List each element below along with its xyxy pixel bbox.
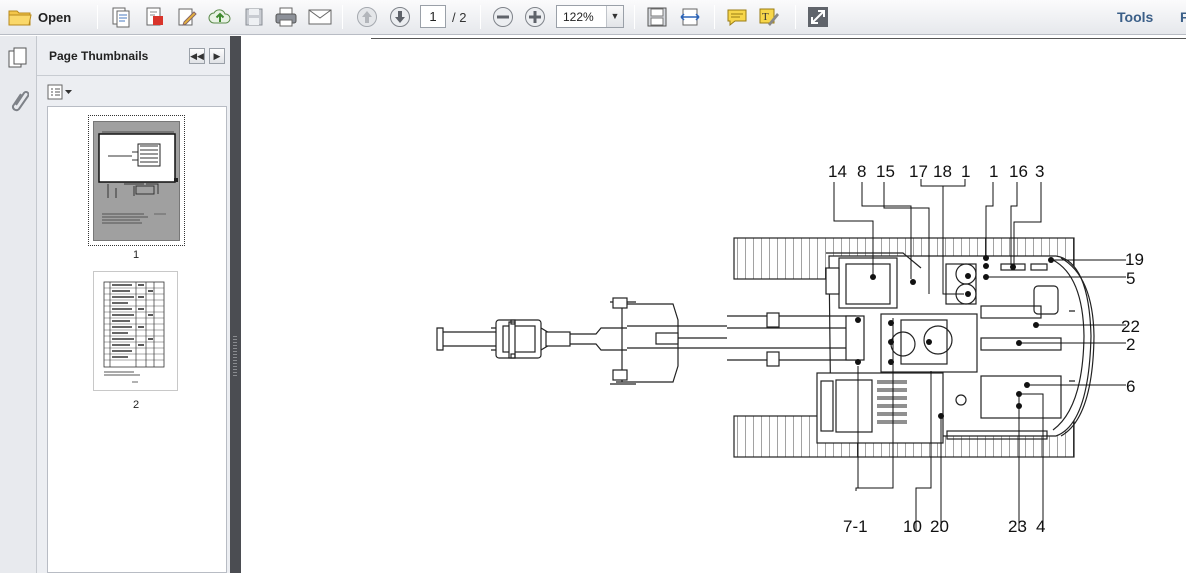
floppy-disk-icon bbox=[244, 7, 264, 27]
edit-document-button[interactable] bbox=[174, 4, 200, 30]
thumbnail-item-1-selected[interactable] bbox=[88, 115, 185, 246]
diagram-label: 1 bbox=[961, 162, 970, 181]
combine-files-button[interactable] bbox=[141, 4, 167, 30]
chevron-right-icon: ▶ bbox=[213, 51, 221, 61]
print-button[interactable] bbox=[273, 4, 299, 30]
zoom-value: 122% bbox=[563, 10, 594, 24]
previous-page-button[interactable] bbox=[354, 4, 380, 30]
excavator-top-view-diagram: 14 8 15 17 18 1 1 16 3 19 5 22 2 6 7-1 1… bbox=[436, 162, 1144, 536]
create-pdf-icon bbox=[110, 6, 132, 28]
speech-bubble-icon bbox=[726, 7, 748, 27]
splitter-grip[interactable] bbox=[233, 336, 237, 376]
cloud-upload-icon bbox=[208, 6, 232, 28]
options-list-icon bbox=[47, 84, 73, 104]
panel-forward-button[interactable]: ▶ bbox=[209, 48, 225, 64]
diagram-label: 17 bbox=[909, 162, 928, 181]
printer-icon bbox=[274, 6, 298, 28]
overflow-menu[interactable]: F bbox=[1180, 9, 1186, 25]
full-screen-button[interactable] bbox=[805, 4, 831, 30]
fit-page-icon bbox=[646, 6, 668, 28]
pages-icon bbox=[6, 47, 30, 74]
tools-menu[interactable]: Tools bbox=[1117, 9, 1154, 25]
thumbnail-page-1[interactable] bbox=[93, 121, 180, 241]
envelope-icon bbox=[308, 8, 332, 26]
navigation-strip bbox=[0, 36, 37, 573]
panel-header: Page Thumbnails ◀◀ ▶ bbox=[37, 36, 230, 76]
diagram-label: 7-1 bbox=[843, 517, 868, 536]
diagram-label: 23 bbox=[1008, 517, 1027, 536]
fit-width-icon bbox=[679, 6, 701, 28]
diagram-label: 18 bbox=[933, 162, 952, 181]
fit-page-button[interactable] bbox=[644, 4, 670, 30]
minus-circle-icon bbox=[492, 6, 514, 28]
diagram-label: 3 bbox=[1035, 162, 1044, 181]
highlighter-icon: T bbox=[758, 6, 780, 28]
page-top-border bbox=[371, 38, 1186, 39]
diagram-label: 5 bbox=[1126, 269, 1135, 288]
thumbnail-label-2: 2 bbox=[132, 399, 140, 411]
diagram-label: 10 bbox=[903, 517, 922, 536]
diagram-label: 15 bbox=[876, 162, 895, 181]
zoom-out-button[interactable] bbox=[490, 4, 516, 30]
diagram-label: 8 bbox=[857, 162, 866, 181]
open-label: Open bbox=[38, 9, 72, 25]
page-total: / 2 bbox=[452, 10, 467, 25]
chevron-down-icon[interactable]: ▼ bbox=[606, 6, 623, 27]
expand-icon bbox=[807, 6, 829, 28]
panel-splitter[interactable] bbox=[230, 36, 241, 573]
create-pdf-button[interactable] bbox=[108, 4, 134, 30]
double-chevron-left-icon: ◀◀ bbox=[190, 51, 204, 61]
open-button[interactable]: Open bbox=[8, 4, 71, 30]
upload-button[interactable] bbox=[207, 4, 233, 30]
page-thumbnails-panel: Page Thumbnails ◀◀ ▶ bbox=[37, 36, 230, 573]
collapse-panel-button[interactable]: ◀◀ bbox=[189, 48, 205, 64]
edit-icon bbox=[176, 6, 198, 28]
next-page-button[interactable] bbox=[387, 4, 413, 30]
thumbnail-list: 1 2 bbox=[47, 106, 227, 573]
page-number-input[interactable]: 1 bbox=[420, 5, 446, 28]
diagram-label: 1 bbox=[989, 162, 998, 181]
panel-title: Page Thumbnails bbox=[49, 49, 149, 63]
attachments-tab[interactable] bbox=[7, 88, 30, 119]
folder-icon bbox=[8, 7, 32, 27]
pdf-file-icon bbox=[143, 6, 165, 28]
thumbnail-options-button[interactable] bbox=[47, 84, 73, 102]
diagram-label: 6 bbox=[1126, 377, 1135, 396]
zoom-select[interactable]: 122% ▼ bbox=[556, 5, 624, 28]
fit-width-button[interactable] bbox=[677, 4, 703, 30]
thumbnail-page-2[interactable] bbox=[93, 271, 178, 391]
svg-text:T: T bbox=[762, 11, 769, 23]
diagram-label: 19 bbox=[1125, 250, 1144, 269]
thumbnail-label-1: 1 bbox=[132, 249, 140, 261]
email-button[interactable] bbox=[307, 4, 333, 30]
diagram-label: 4 bbox=[1036, 517, 1045, 536]
document-view[interactable]: 14 8 15 17 18 1 1 16 3 19 5 22 2 6 7-1 1… bbox=[241, 36, 1186, 573]
main-toolbar: Open bbox=[0, 0, 1186, 35]
zoom-in-button[interactable] bbox=[522, 4, 548, 30]
diagram-label: 20 bbox=[930, 517, 949, 536]
highlight-text-button[interactable]: T bbox=[756, 4, 782, 30]
save-button[interactable] bbox=[241, 4, 267, 30]
diagram-label: 14 bbox=[828, 162, 847, 181]
comment-button[interactable] bbox=[724, 4, 750, 30]
paperclip-icon bbox=[7, 91, 30, 118]
diagram-label: 2 bbox=[1126, 335, 1135, 354]
diagram-label: 22 bbox=[1121, 317, 1140, 336]
page-thumbnails-tab[interactable] bbox=[6, 46, 30, 75]
arrow-up-icon bbox=[356, 6, 378, 28]
arrow-down-icon bbox=[389, 6, 411, 28]
plus-circle-icon bbox=[524, 6, 546, 28]
diagram-label: 16 bbox=[1009, 162, 1028, 181]
